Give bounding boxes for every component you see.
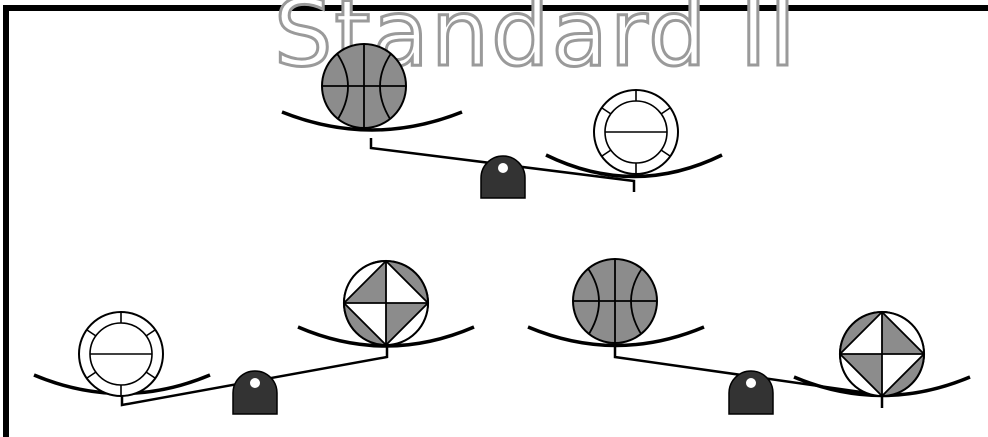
volleyball-icon (594, 90, 678, 174)
scale-1 (282, 44, 722, 198)
beach-ball-icon (840, 312, 924, 396)
scale-3-pivot-hole (746, 378, 756, 388)
beach-ball-icon (344, 261, 428, 345)
volleyball-icon (79, 312, 163, 396)
scale-2-pivot (233, 371, 277, 414)
scale-2 (34, 261, 474, 414)
basketball-icon (573, 259, 657, 343)
scale-1-pivot (481, 156, 525, 198)
basketball-icon (322, 44, 406, 128)
scale-3-pivot (729, 371, 773, 414)
scale-2-pivot-hole (250, 378, 260, 388)
scale-3 (528, 259, 970, 414)
scale-1-pivot-hole (498, 163, 508, 173)
